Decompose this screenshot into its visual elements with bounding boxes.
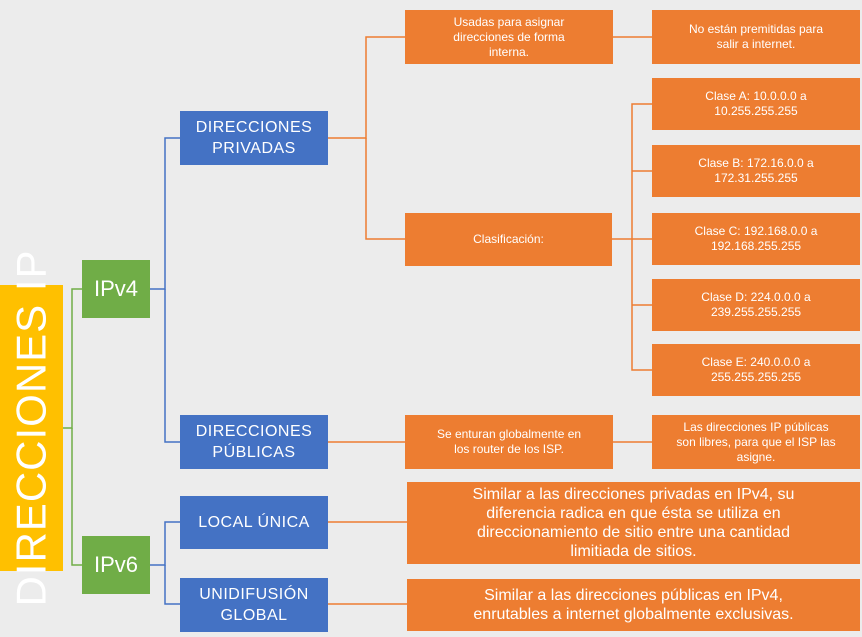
no-permitidas-line2: salir a internet. [716,37,796,51]
clase-a-line2: 10.255.255.255 [714,104,798,118]
local-unica-desc-line2: diferencia radica en que ésta se utiliza… [486,505,781,522]
unidifusion-desc-line1: Similar a las direcciones públicas en IP… [484,587,783,604]
unidifusion-node: UNIDIFUSIÓN GLOBAL [180,578,328,632]
publicas-node: DIRECCIONES PÚBLICAS [180,415,328,469]
no-permitidas-line1: No están premitidas para [688,22,824,36]
privadas-node: DIRECCIONES PRIVADAS [180,111,328,165]
clase-d-line2: 239.255.255.255 [710,305,802,319]
clasificacion-node: Clasificación: [405,213,612,266]
usadas-line3: interna. [488,44,529,59]
clase-c-line2: 192.168.255.255 [710,239,802,253]
clase-c-line1: Clase C: 192.168.0.0 a [694,224,818,238]
root-label: DIRECCIONES IP [7,249,55,607]
local-unica-desc-line3: direccionamiento de sitio entre una cant… [476,524,791,541]
root-connectors [63,288,82,566]
enrutan-line1: Se enturan globalmente en [436,427,582,441]
clase-c-node: Clase C: 192.168.0.0 a 192.168.255.255 [652,213,860,265]
enrutan-line2: los router de los ISP. [454,442,564,456]
local-unica-desc-line1: Similar a las direcciones privadas en IP… [472,486,795,503]
clase-e-line1: Clase E: 240.0.0.0 a [701,355,811,369]
clase-b-node: Clase B: 172.16.0.0 a 172.31.255.255 [652,145,860,197]
usadas-line1: Usadas para asignar [453,14,565,29]
ipv4-label: IPv4 [93,276,139,301]
usadas-node: Usadas para asignar direcciones de forma… [405,10,613,64]
enrutan-node: Se enturan globalmente en los router de … [405,415,613,469]
clase-d-line1: Clase D: 224.0.0.0 a [701,290,811,304]
local-unica-label: LOCAL ÚNICA [198,514,310,531]
ipv6-label: IPv6 [93,552,139,577]
libres-node: Las direcciones IP públicas son libres, … [652,415,860,469]
clase-a-line1: Clase A: 10.0.0.0 a [705,89,807,103]
publicas-label-line2: PÚBLICAS [212,444,296,461]
usadas-line2: direcciones de forma [453,29,565,44]
level2-connectors [150,137,180,605]
libres-line2: son libres, para que el ISP las [676,434,836,449]
unidifusion-label-line2: GLOBAL [220,607,288,624]
privadas-label-line2: PRIVADAS [212,140,296,157]
clase-b-line2: 172.31.255.255 [714,171,798,185]
unidifusion-desc-line2: enrutables a internet globalmente exclus… [473,606,794,623]
ipv6-node: IPv6 [82,536,150,594]
clase-d-node: Clase D: 224.0.0.0 a 239.255.255.255 [652,279,860,331]
privadas-label-line1: DIRECCIONES [195,119,313,136]
clase-e-node: Clase E: 240.0.0.0 a 255.255.255.255 [652,344,860,396]
ipv4-node: IPv4 [82,260,150,318]
publicas-label-line1: DIRECCIONES [195,423,313,440]
local-unica-desc-line4: limitiada de sitios. [570,543,697,560]
level3-connectors [328,36,652,605]
clasificacion-label: Clasificación: [473,232,544,246]
libres-line3: asigne. [736,449,776,464]
no-permitidas-node: No están premitidas para salir a interne… [652,10,860,64]
clase-e-line2: 255.255.255.255 [710,370,802,384]
unidifusion-label-line1: UNIDIFUSIÓN [199,586,309,603]
local-unica-desc-node: Similar a las direcciones privadas en IP… [407,482,860,564]
libres-line1: Las direcciones IP públicas [683,419,829,434]
clase-a-node: Clase A: 10.0.0.0 a 10.255.255.255 [652,78,860,130]
local-unica-node: LOCAL ÚNICA [180,496,328,549]
unidifusion-desc-node: Similar a las direcciones públicas en IP… [407,579,860,631]
clase-b-line1: Clase B: 172.16.0.0 a [698,156,814,170]
root-node: DIRECCIONES IP [0,249,63,607]
